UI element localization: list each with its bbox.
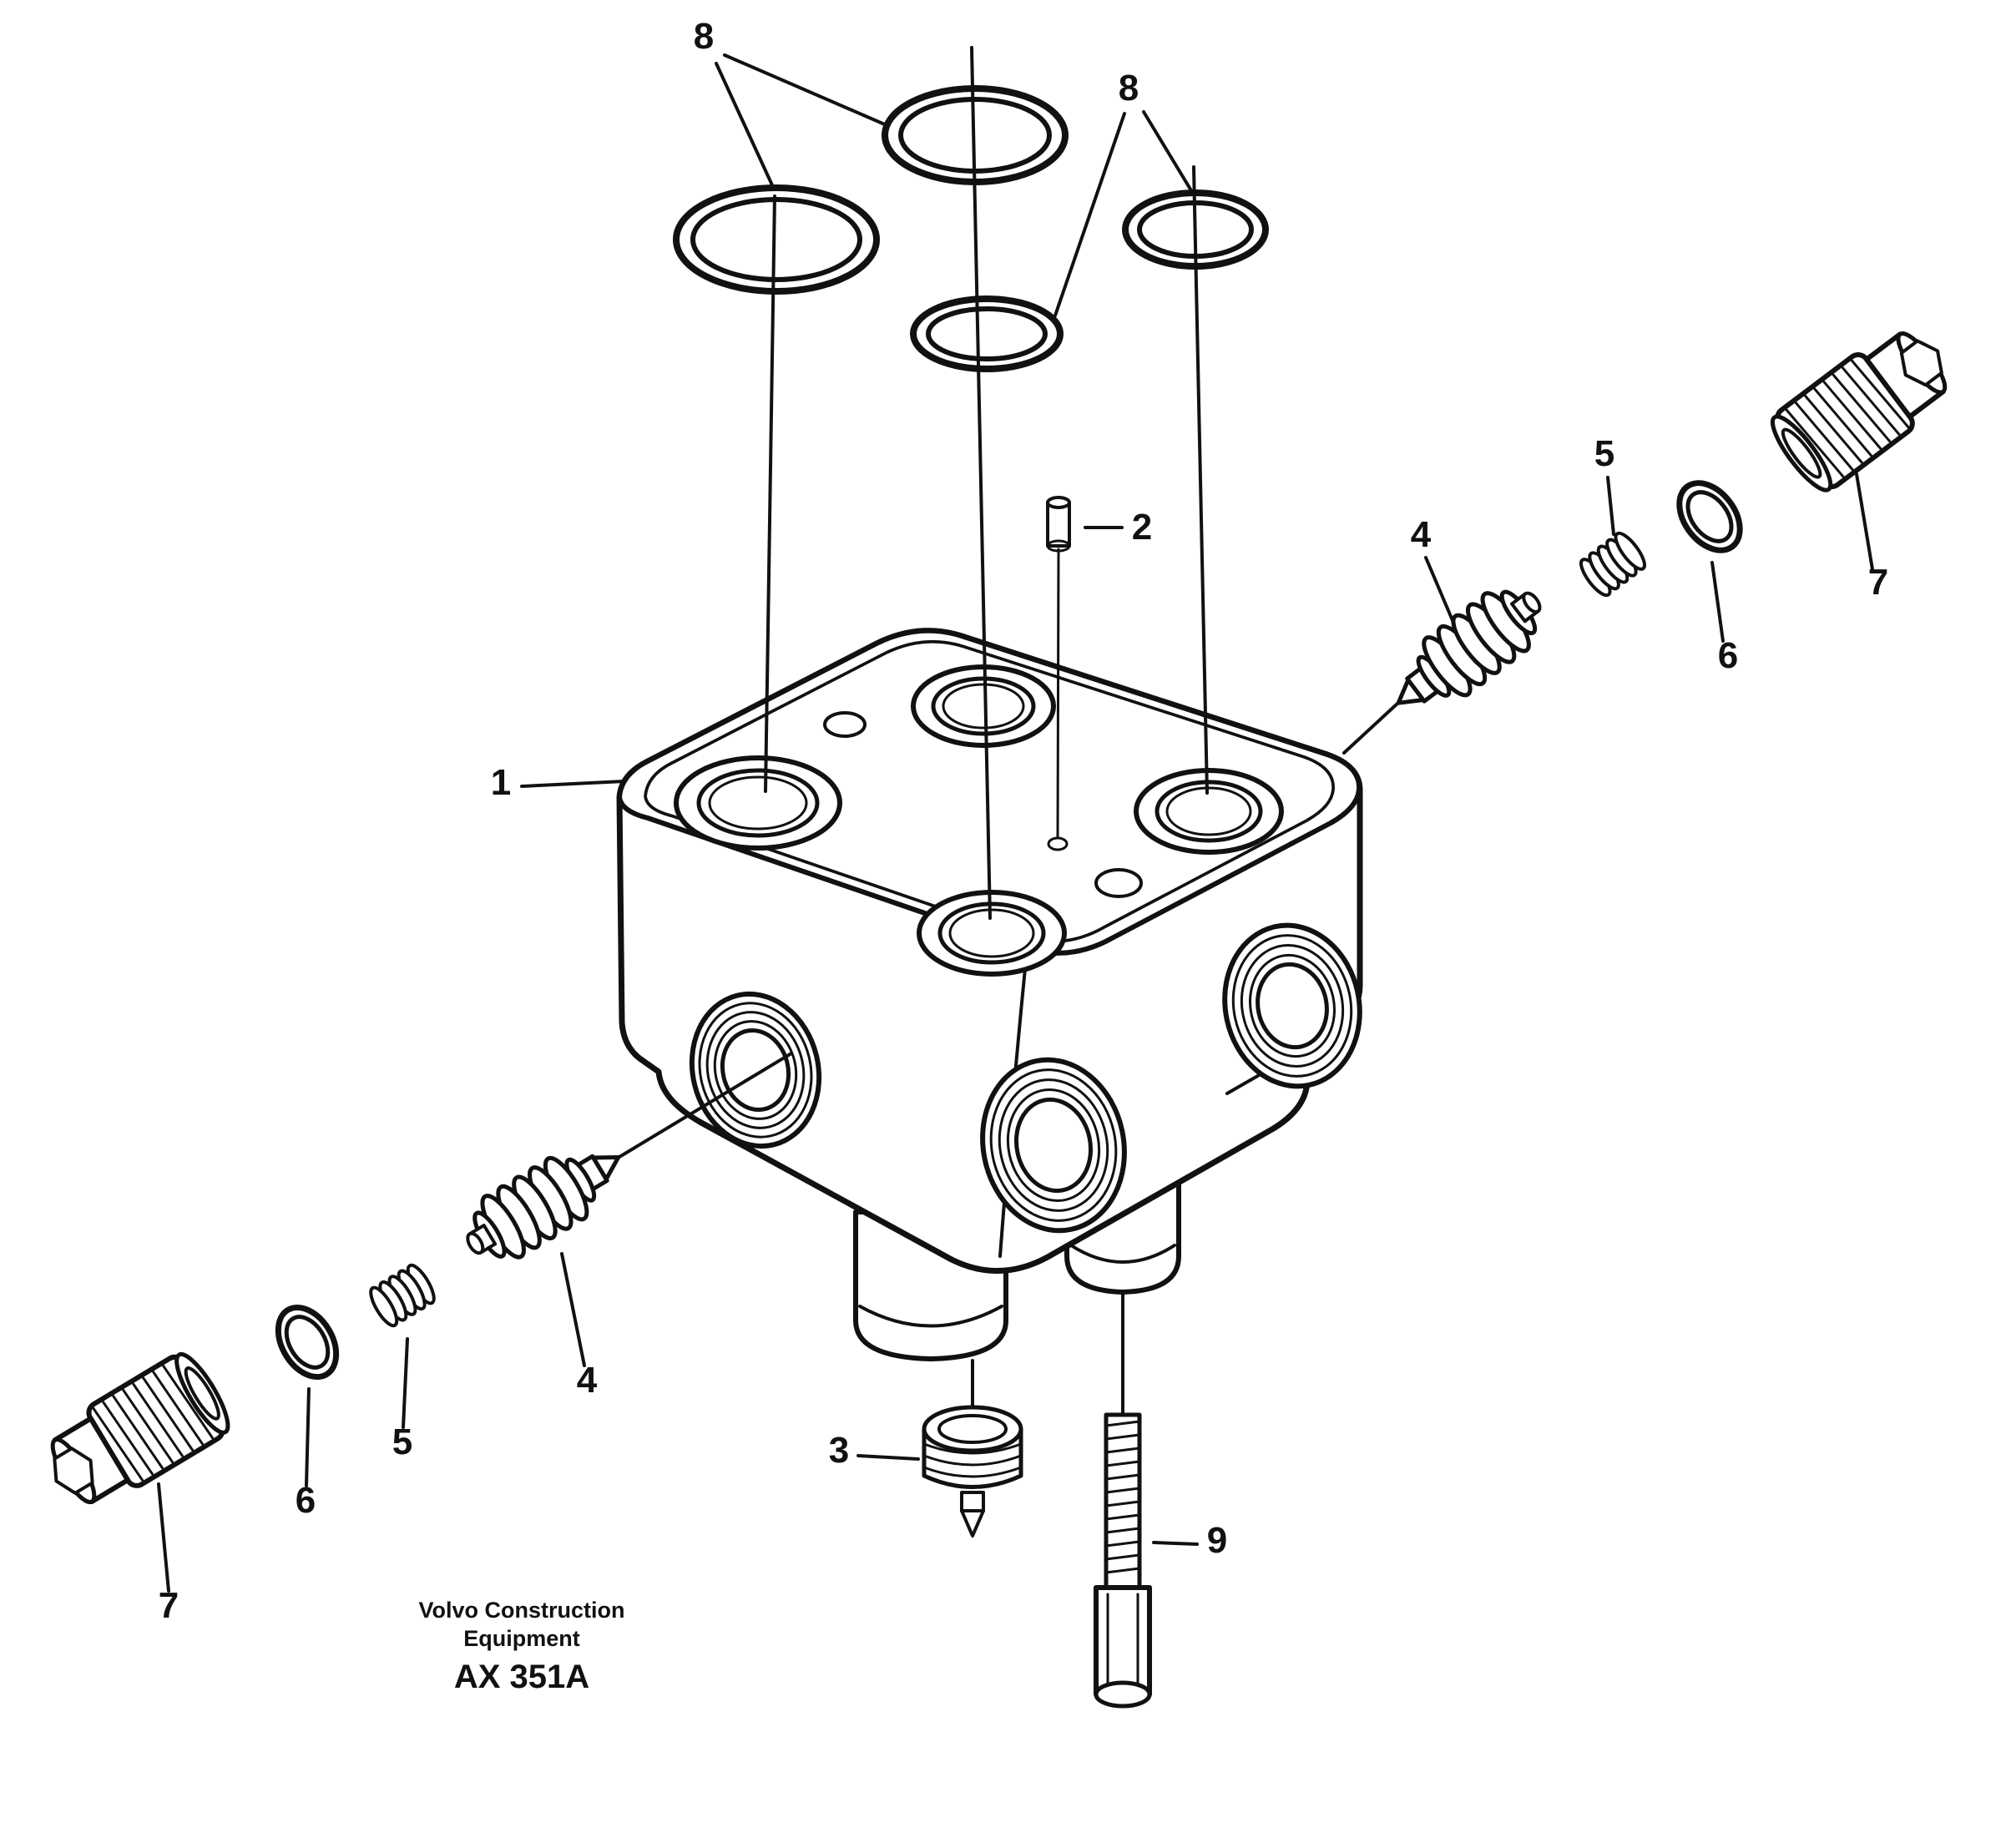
o-ring-top-right bbox=[1122, 189, 1269, 270]
port-side-right bbox=[1222, 922, 1362, 1089]
callout-9: 9 bbox=[1207, 1520, 1227, 1561]
leader-part8-top-a bbox=[723, 53, 888, 127]
assembly-axis-lines bbox=[618, 46, 1401, 1416]
axis-right-cartridge bbox=[1342, 700, 1401, 755]
callout-5-left: 5 bbox=[392, 1421, 412, 1462]
pin-part2 bbox=[1046, 496, 1071, 553]
o-ring-top-center bbox=[882, 85, 1069, 185]
port-side-front bbox=[980, 1057, 1127, 1234]
valve-cartridge-right bbox=[1377, 571, 1558, 731]
leader-part6-right bbox=[1710, 561, 1725, 643]
small-hole-top-2 bbox=[1094, 868, 1143, 898]
footer-brand-line2: Equipment bbox=[463, 1626, 580, 1651]
port-top-right bbox=[1134, 768, 1284, 855]
bolt-head bbox=[1094, 1585, 1152, 1697]
plug-part3 bbox=[922, 1405, 1023, 1537]
bolt-part9 bbox=[1094, 1412, 1152, 1709]
leader-part8-right-a bbox=[1054, 112, 1126, 317]
valve-cartridge-left bbox=[452, 1127, 637, 1276]
leader-part8-right-b bbox=[1142, 110, 1194, 194]
callout-6-left: 6 bbox=[296, 1480, 316, 1521]
port-side-left bbox=[689, 991, 822, 1149]
leader-lines bbox=[157, 53, 1874, 1593]
footer-brand-line1: Volvo Construction bbox=[419, 1598, 625, 1623]
leader-part7-left bbox=[157, 1482, 170, 1593]
leader-part8-top-b bbox=[715, 62, 775, 189]
callout-labels: 1 2 3 4 5 6 7 4 5 6 7 8 8 9 bbox=[159, 16, 1888, 1626]
axis-oring-center bbox=[970, 46, 992, 920]
spring-right bbox=[1574, 528, 1651, 601]
valve-housing bbox=[616, 628, 1363, 1274]
o-ring-left bbox=[266, 1297, 348, 1387]
callout-4-left: 4 bbox=[577, 1360, 598, 1401]
o-ring-right bbox=[1667, 472, 1752, 562]
leader-part3 bbox=[856, 1454, 920, 1461]
callout-7-left: 7 bbox=[159, 1585, 179, 1626]
small-hole-top-1 bbox=[823, 711, 867, 738]
port-top-left bbox=[674, 755, 842, 851]
o-ring-top-left bbox=[673, 184, 880, 295]
bolt-threads bbox=[1104, 1420, 1141, 1574]
callout-3: 3 bbox=[829, 1430, 849, 1471]
leader-part6-left bbox=[305, 1387, 311, 1487]
axis-pin bbox=[1056, 548, 1060, 840]
axis-oring-right bbox=[1192, 165, 1209, 795]
threaded-plug-right bbox=[1763, 314, 1965, 498]
callout-8-right: 8 bbox=[1119, 68, 1139, 109]
callout-5-right: 5 bbox=[1594, 433, 1614, 474]
o-ring-top-small bbox=[910, 295, 1064, 372]
leader-part4-left bbox=[560, 1252, 586, 1367]
port-top-rear bbox=[911, 664, 1056, 748]
threaded-plug-left bbox=[33, 1347, 237, 1522]
leader-part1 bbox=[520, 780, 626, 788]
callout-8-top: 8 bbox=[694, 16, 714, 57]
callout-4-right: 4 bbox=[1411, 514, 1432, 555]
footer-block: Volvo Construction Equipment AX 351A bbox=[419, 1598, 625, 1695]
leader-part5-right bbox=[1606, 476, 1615, 536]
callout-2: 2 bbox=[1132, 507, 1152, 548]
drawing-code: AX 351A bbox=[454, 1659, 589, 1695]
axis-oring-left bbox=[764, 194, 776, 793]
port-top-front bbox=[917, 890, 1067, 977]
callout-1: 1 bbox=[491, 762, 511, 803]
leader-part4-right bbox=[1424, 556, 1456, 626]
callout-6-right: 6 bbox=[1718, 635, 1738, 676]
leader-part9 bbox=[1152, 1541, 1199, 1546]
axis-left-cartridge bbox=[618, 1052, 793, 1159]
pin-hole bbox=[1047, 836, 1069, 851]
leader-part5-left bbox=[402, 1337, 409, 1429]
spring-left bbox=[364, 1260, 441, 1331]
leader-part7-right bbox=[1855, 472, 1874, 571]
callout-7-right: 7 bbox=[1868, 562, 1888, 603]
